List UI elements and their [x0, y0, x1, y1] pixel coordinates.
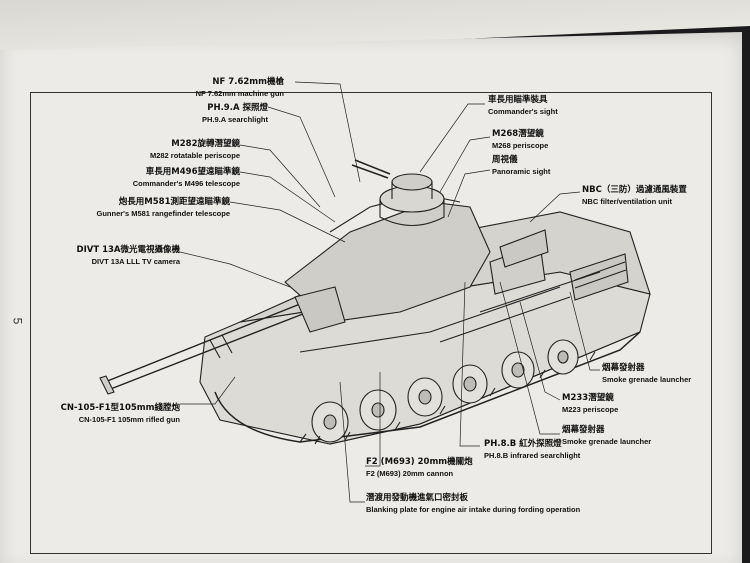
tank-illustration [99, 81, 651, 503]
manual-page: 5 [0, 32, 742, 563]
illustration-frame [30, 92, 712, 554]
